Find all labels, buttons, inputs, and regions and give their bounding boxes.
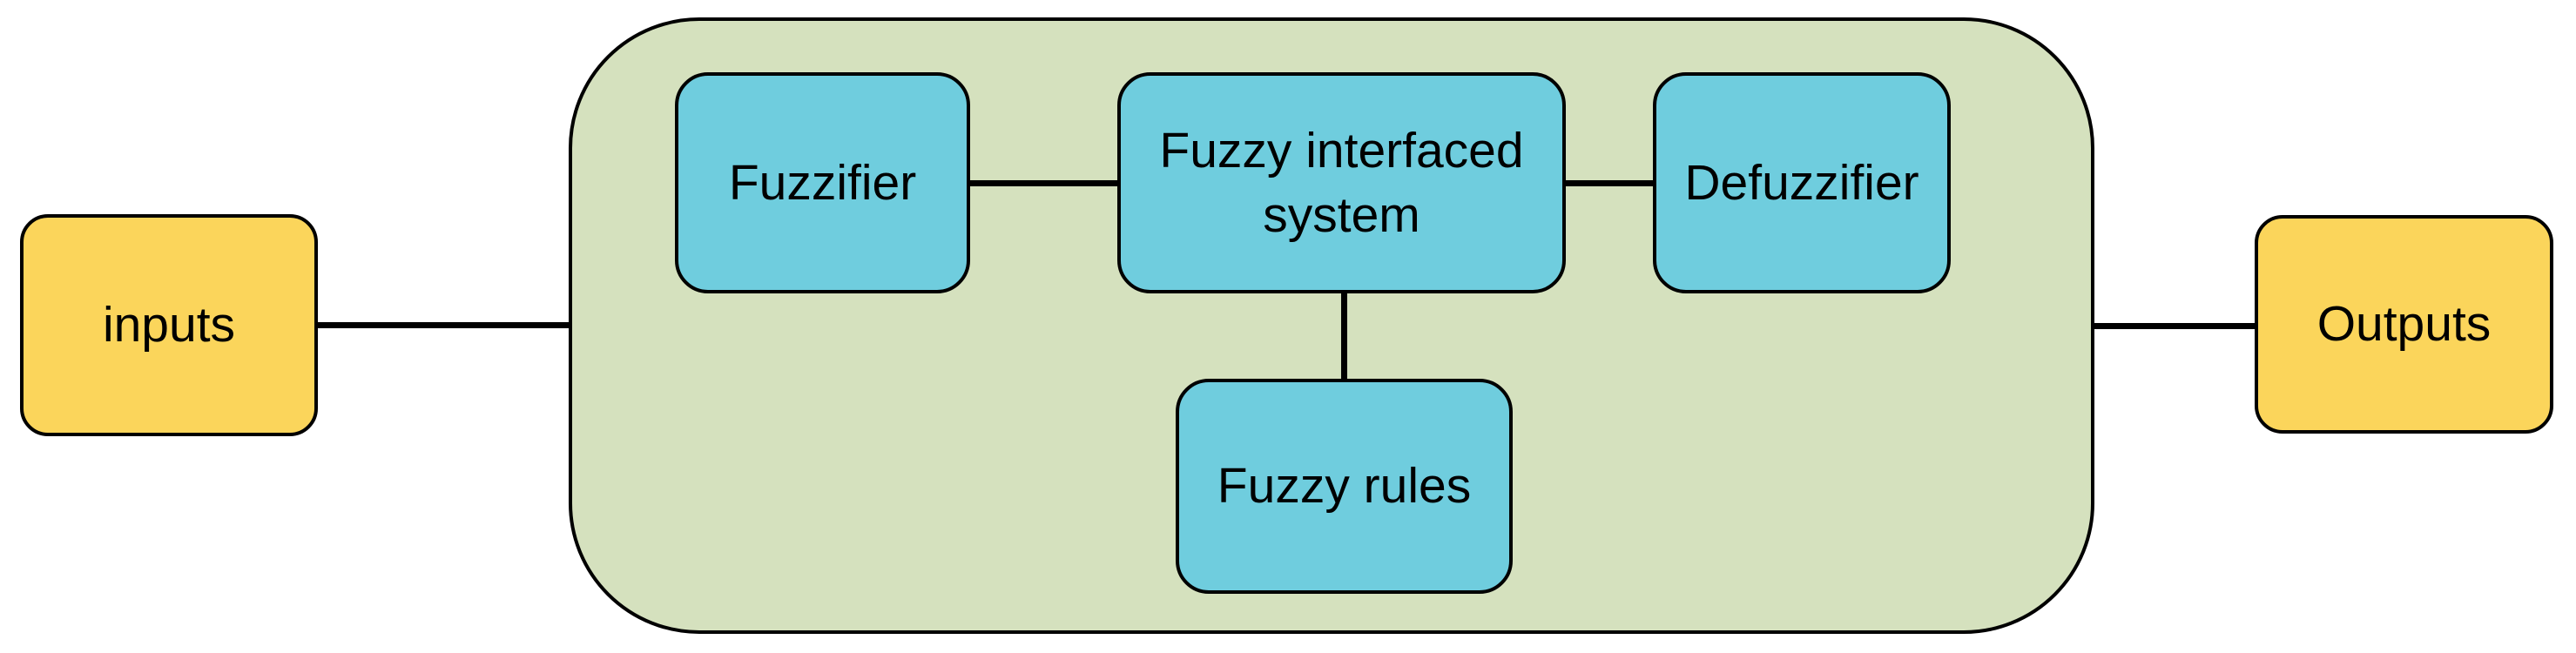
node-outputs-label: Outputs bbox=[2316, 296, 2492, 353]
connector-inputs-to-container bbox=[318, 322, 569, 328]
node-defuzzifier: Defuzzifier bbox=[1653, 72, 1951, 293]
connector-fis-to-rules bbox=[1341, 293, 1347, 379]
node-inputs: inputs bbox=[20, 214, 318, 436]
node-outputs: Outputs bbox=[2255, 215, 2553, 434]
node-fuzzifier-label: Fuzzifier bbox=[728, 154, 917, 211]
node-inputs-label: inputs bbox=[102, 297, 236, 353]
node-fuzzy-rules: Fuzzy rules bbox=[1176, 379, 1513, 594]
connector-fis-to-defuzzifier bbox=[1566, 180, 1653, 186]
connector-fuzzifier-to-fis bbox=[970, 180, 1117, 186]
connector-container-to-outputs bbox=[2094, 323, 2255, 329]
node-fuzzy-interfaced-system: Fuzzy interfaced system bbox=[1117, 72, 1566, 293]
node-fuzzifier: Fuzzifier bbox=[675, 72, 970, 293]
node-fuzzy-interfaced-system-label: Fuzzy interfaced system bbox=[1159, 122, 1524, 243]
node-defuzzifier-label: Defuzzifier bbox=[1684, 154, 1919, 211]
node-fuzzy-rules-label: Fuzzy rules bbox=[1217, 458, 1472, 515]
